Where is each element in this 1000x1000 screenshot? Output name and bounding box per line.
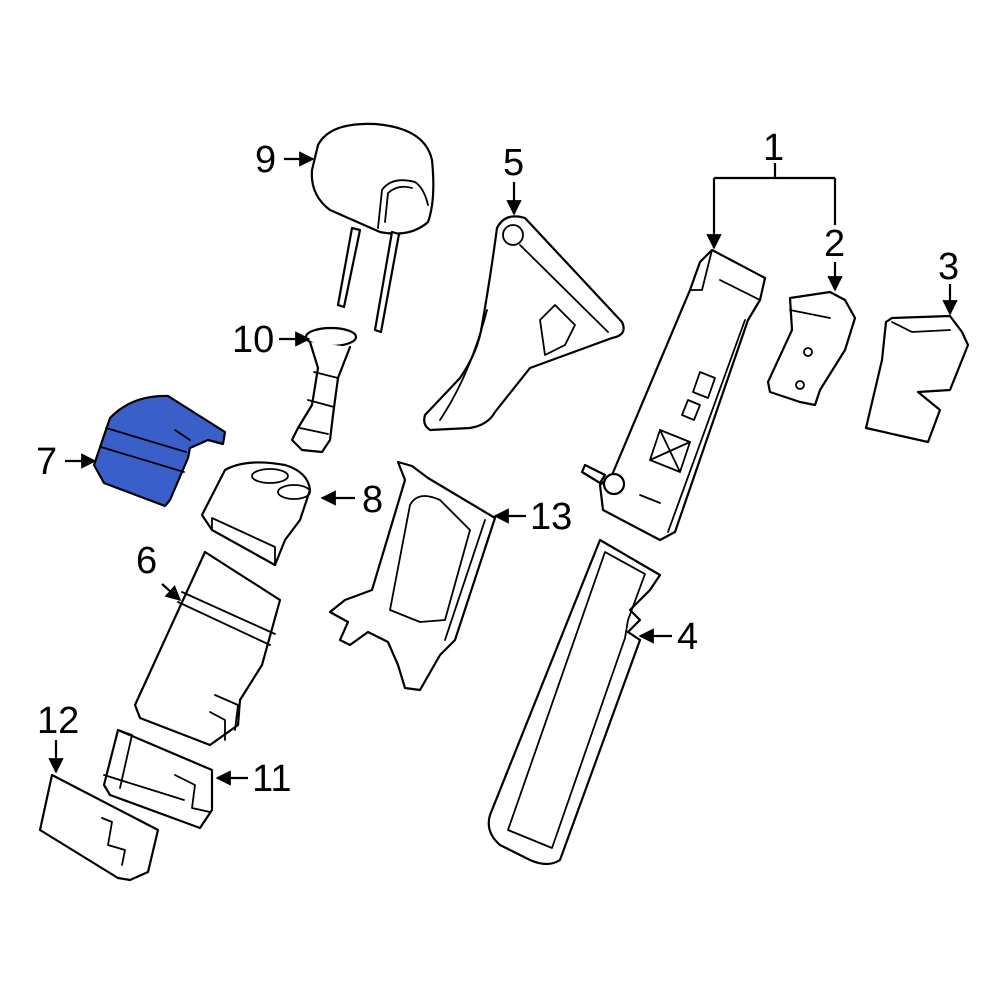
part-6-armrest[interactable] bbox=[133, 550, 282, 747]
callout-13: 13 bbox=[530, 496, 572, 538]
part-7-trim-cover[interactable] bbox=[92, 394, 227, 508]
part-11-bracket[interactable] bbox=[102, 728, 214, 830]
callout-8: 8 bbox=[362, 479, 383, 521]
callout-6: 6 bbox=[136, 540, 157, 582]
part-3-pad[interactable] bbox=[864, 314, 970, 444]
callout-2: 2 bbox=[824, 223, 845, 265]
callout-1: 1 bbox=[763, 127, 784, 169]
part-9-headrest[interactable] bbox=[310, 122, 435, 334]
part-10-headrest-guide[interactable] bbox=[290, 326, 358, 454]
part-1-frame-assembly[interactable] bbox=[580, 248, 767, 542]
part-12-end-cap[interactable] bbox=[38, 773, 160, 882]
callout-7: 7 bbox=[36, 441, 57, 483]
callout-12: 12 bbox=[37, 700, 79, 742]
callout-labels: 1 2 3 4 5 6 7 8 9 10 11 12 13 bbox=[36, 127, 959, 800]
callout-4: 4 bbox=[677, 616, 698, 658]
part-2-latch[interactable] bbox=[766, 290, 857, 407]
part-4-long-pad[interactable] bbox=[487, 538, 662, 866]
callout-10: 10 bbox=[232, 319, 274, 361]
leader-lines bbox=[48, 151, 958, 786]
part-13-bracket-frame[interactable] bbox=[328, 460, 497, 692]
part-8-bezel[interactable] bbox=[200, 461, 312, 567]
callout-11: 11 bbox=[252, 758, 291, 800]
part-5-bracket-panel[interactable] bbox=[423, 215, 625, 432]
callout-9: 9 bbox=[255, 139, 276, 181]
callout-5: 5 bbox=[503, 142, 524, 184]
callout-3: 3 bbox=[938, 246, 959, 288]
